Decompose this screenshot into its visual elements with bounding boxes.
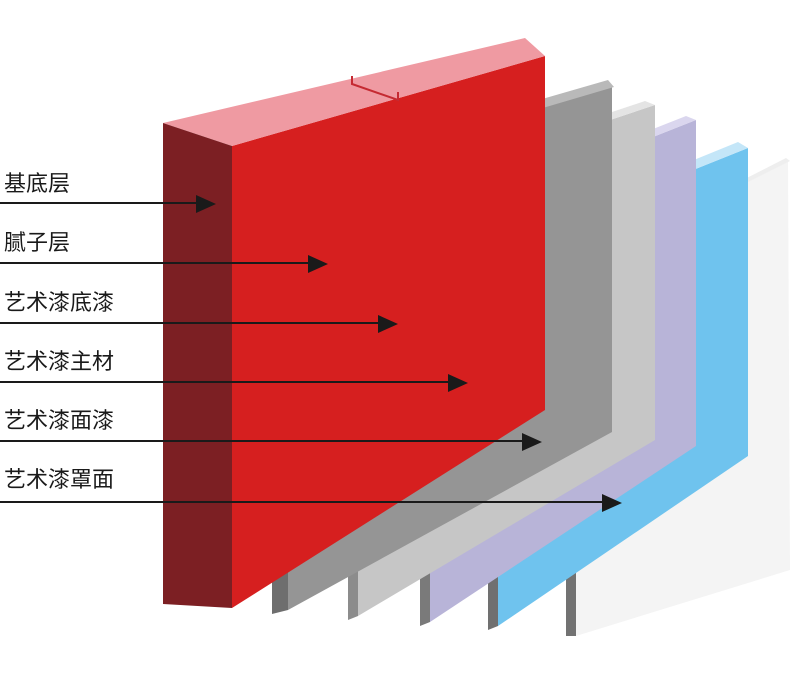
label-main-material: 艺术漆主材	[4, 350, 114, 375]
label-finish-coat: 艺术漆面漆	[4, 409, 114, 434]
layer-base-front	[232, 56, 545, 608]
arrow-base-head	[196, 195, 216, 213]
layer-base-top-seam	[351, 76, 399, 102]
label-base: 基底层	[4, 172, 70, 197]
arrow-topcoat-head	[602, 494, 622, 512]
layer-base	[163, 38, 545, 608]
arrow-putty-head	[308, 255, 328, 273]
label-group: 基底层 腻子层 艺术漆底漆 艺术漆主材 艺术漆面漆 艺术漆罩面	[0, 172, 622, 512]
label-putty: 腻子层	[4, 231, 70, 256]
label-topcoat: 艺术漆罩面	[4, 468, 114, 493]
arrow-finish-coat-head	[522, 433, 542, 451]
label-primer: 艺术漆底漆	[4, 291, 114, 316]
layer-base-side	[163, 123, 232, 608]
layer-base-top	[163, 38, 545, 146]
arrow-primer-head	[378, 315, 398, 333]
arrow-main-material-head	[448, 374, 468, 392]
